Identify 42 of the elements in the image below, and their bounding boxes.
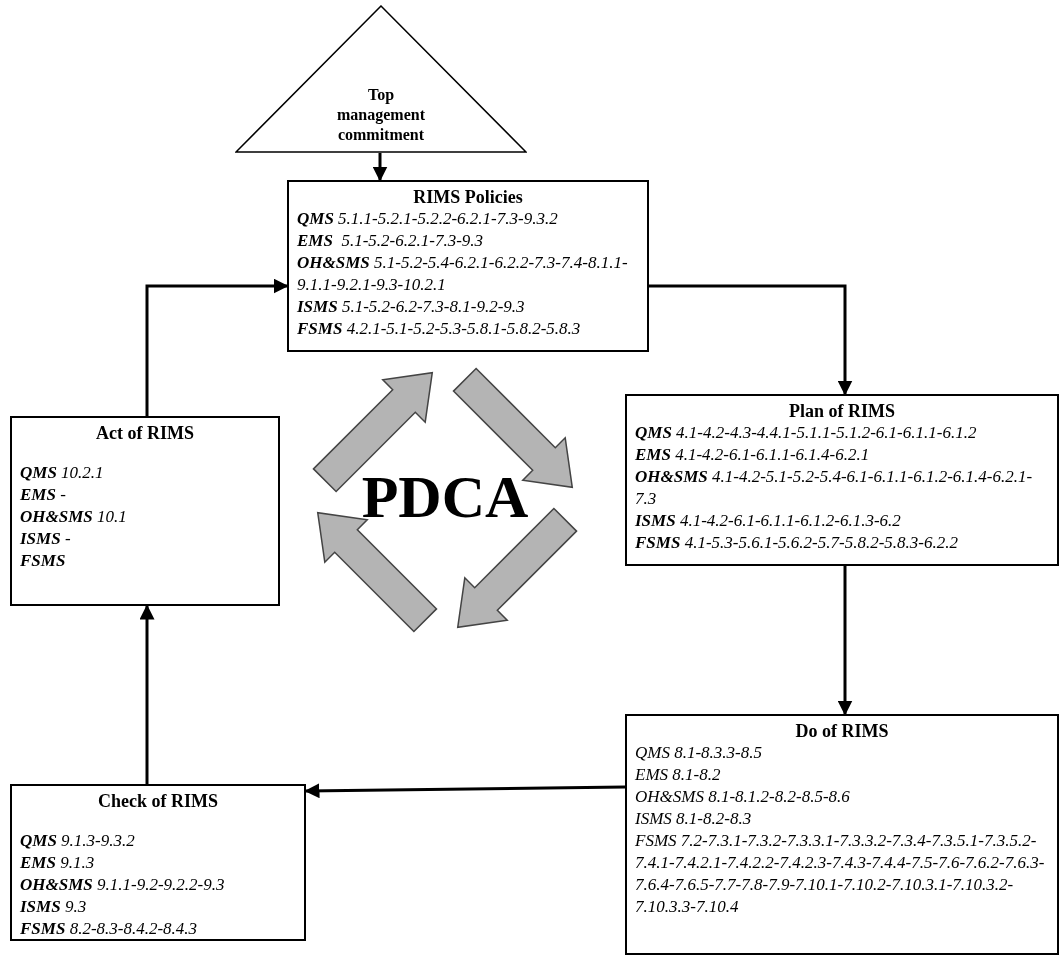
process-box: [10, 784, 306, 941]
arrow: [372, 153, 388, 182]
arrow: [837, 566, 853, 716]
standard-clause-list: FSMS 4.2.1-5.1-5.2-5.3-5.8.1-5.8.2-5.8.3: [297, 318, 639, 340]
arrow: [145, 278, 289, 416]
standard-clause-list: FSMS 7.2-7.3.1-7.3.2-7.3.3.1-7.3.3.2-7.3.4-7.3.5.1-7.3.5.2-7.4.1-7.4.2.1-7.4.2.2-7.4.2.3-7.4.3-7.4.4-7.5-7.6-7.6.2-7.6.3-7.6.4-7.6.5-7.7-7.8-7.9-7.10.1-7.10.2-7.10.3.1-7.10.3.2-7.10.3.3-7.10.4: [635, 830, 1049, 918]
standard-clause-list: FSMS 4.1-5.3-5.6.1-5.6.2-5.7-5.8.2-5.8.3-6.2.2: [635, 532, 1049, 554]
standard-clause-list: QMS 9.1.3-9.3.2: [20, 830, 296, 852]
standard-clause-list: ISMS 5.1-5.2-6.2-7.3-8.1-9.2-9.3: [297, 296, 639, 318]
cycle-label: PDCA: [360, 463, 530, 532]
standard-clause-list: ISMS -: [20, 528, 270, 550]
standard-clause-list: QMS 10.2.1: [20, 462, 270, 484]
box-heading: Do of RIMS: [794, 720, 890, 742]
standard-clause-list: EMS -: [20, 484, 270, 506]
process-box: [625, 714, 1059, 955]
process-box: [287, 180, 649, 352]
standard-clause-list: QMS 5.1.1-5.2.1-5.2.2-6.2.1-7.3-9.3.2: [297, 208, 639, 230]
standard-clause-list: OH&SMS 5.1-5.2-5.4-6.2.1-6.2.2-7.3-7.4-8.1.1-9.1.1-9.2.1-9.3-10.2.1: [297, 252, 639, 296]
box-heading: Check of RIMS: [97, 790, 219, 812]
standard-clause-list: QMS 8.1-8.3.3-8.5: [635, 742, 1049, 764]
standard-clause-list: EMS 4.1-4.2-6.1-6.1.1-6.1.4-6.2.1: [635, 444, 1049, 466]
standard-clause-list: QMS 4.1-4.2-4.3-4.4.1-5.1.1-5.1.2-6.1-6.1.1-6.1.2: [635, 422, 1049, 444]
box-heading: RIMS Policies: [412, 186, 524, 208]
standard-clause-list: OH&SMS 8.1-8.1.2-8.2-8.5-8.6: [635, 786, 1049, 808]
standard-clause-list: EMS 8.1-8.2: [635, 764, 1049, 786]
process-box: [10, 416, 280, 606]
standard-clause-list: ISMS 8.1-8.2-8.3: [635, 808, 1049, 830]
standard-clause-list: EMS 5.1-5.2-6.2.1-7.3-9.3: [297, 230, 639, 252]
standard-clause-list: ISMS 4.1-4.2-6.1-6.1.1-6.1.2-6.1.3-6.2: [635, 510, 1049, 532]
arrow: [649, 284, 853, 396]
box-heading: Plan of RIMS: [788, 400, 896, 422]
process-box: [625, 394, 1059, 566]
standard-clause-list: OH&SMS 10.1: [20, 506, 270, 528]
standard-clause-list: EMS 9.1.3: [20, 852, 296, 874]
triangle-label: Top management commitment: [336, 85, 426, 145]
standard-clause-list: FSMS 8.2-8.3-8.4.2-8.4.3: [20, 918, 296, 940]
arrow: [139, 604, 155, 784]
standard-clause-list: OH&SMS 4.1-4.2-5.1-5.2-5.4-6.1-6.1.1-6.1.2-6.1.4-6.2.1-7.3: [635, 466, 1049, 510]
standard-clause-list: ISMS 9.3: [20, 896, 296, 918]
standard-clause-list: OH&SMS 9.1.1-9.2-9.2.2-9.3: [20, 874, 296, 896]
standard-clause-list: FSMS: [20, 550, 270, 572]
box-heading: Act of RIMS: [95, 422, 195, 444]
